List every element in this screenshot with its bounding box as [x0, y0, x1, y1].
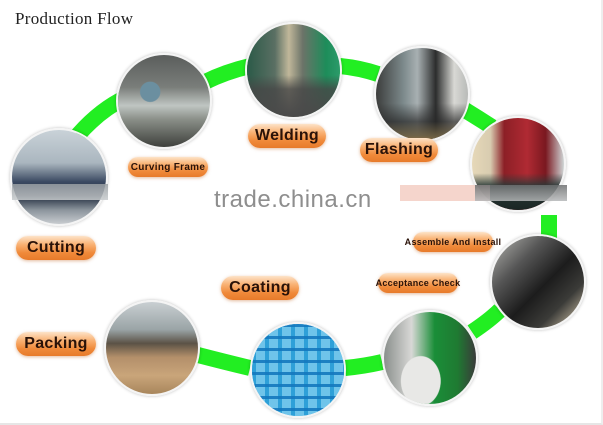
- step-photo-curving-frame: [116, 53, 212, 149]
- watermark-band: [12, 184, 108, 200]
- watermark-text: trade.china.cn: [214, 186, 372, 213]
- path-segment-coating-packing: [195, 347, 252, 376]
- step-label-cutting: Cutting: [16, 236, 96, 260]
- page-title: Production Flow: [15, 9, 134, 28]
- step-photo-packing: [104, 300, 200, 396]
- path-segment-welding-flashing: [339, 58, 381, 82]
- step-photo-assemble-and-install: [490, 234, 586, 330]
- step-label-coating: Coating: [221, 276, 299, 300]
- step-photo-cutting: [10, 128, 108, 226]
- step-photo-coating: [250, 322, 346, 418]
- step-label-packing: Packing: [16, 332, 96, 356]
- step-photo-welding: [245, 22, 342, 119]
- step-label-welding: Welding: [248, 124, 326, 148]
- step-photo-flashing: [374, 46, 470, 142]
- step-photo-acceptance-check: [382, 310, 478, 406]
- watermark-band-right: [400, 185, 490, 201]
- step-label-curving-frame: Curving Frame: [128, 157, 208, 177]
- step-label-assemble-and-install: Assemble And Install: [405, 232, 501, 252]
- step-label-flashing: Flashing: [360, 138, 438, 162]
- path-segment-acceptance-coating: [344, 354, 384, 376]
- watermark-band-right-2: [475, 185, 567, 201]
- path-segment-curving-welding: [201, 58, 252, 90]
- step-label-acceptance-check: Acceptance Check: [376, 273, 460, 293]
